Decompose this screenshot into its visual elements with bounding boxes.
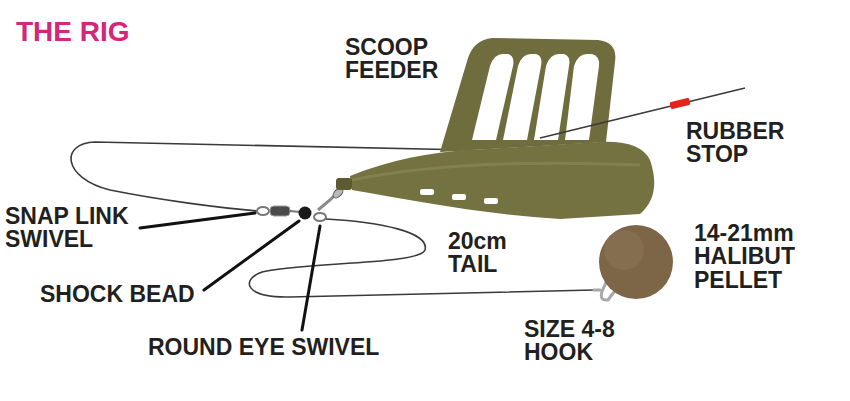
part-label: RUBBER STOP — [686, 120, 789, 167]
swivel-barrel — [270, 206, 290, 216]
leader-line — [140, 213, 255, 228]
feeder-cage — [440, 38, 615, 152]
part-label: ROUND EYE SWIVEL — [148, 336, 384, 359]
label-slot: SHOCK BEAD — [40, 283, 199, 306]
feeder-slot — [452, 194, 466, 200]
hook-tail — [249, 219, 594, 297]
part-label: SNAP LINK SWIVEL — [5, 205, 133, 252]
feeder-body — [350, 142, 654, 219]
label-slot: ROUND EYE SWIVEL — [148, 336, 384, 359]
label-slot: 20cm TAIL — [448, 230, 511, 277]
label-slot: SNAP LINK SWIVEL — [5, 205, 133, 252]
part-label: SCOOP FEEDER — [345, 36, 443, 83]
title-slot: THE RIG — [16, 18, 130, 47]
snap-link — [257, 207, 269, 215]
part-label: SIZE 4-8 HOOK — [524, 318, 619, 365]
part-label: 20cm TAIL — [448, 230, 511, 277]
part-label: SHOCK BEAD — [40, 283, 199, 306]
cage-window — [534, 54, 569, 140]
diagram-title: THE RIG — [16, 18, 130, 47]
shock-bead — [299, 207, 312, 220]
rubber-stop — [669, 98, 690, 110]
label-slot: SIZE 4-8 HOOK — [524, 318, 619, 365]
feeder-slot — [420, 189, 434, 195]
round-eye-swivel — [314, 213, 326, 221]
label-slot: SCOOP FEEDER — [345, 36, 443, 83]
feeder-slot — [484, 198, 498, 204]
feeder-stem — [336, 178, 352, 190]
cage-window — [503, 54, 541, 140]
label-slot: RUBBER STOP — [686, 120, 789, 167]
feeder-slots — [420, 189, 498, 204]
leader-lines — [140, 213, 320, 330]
swivel-wire — [290, 211, 300, 212]
label-slot: 14-21mm HALIBUT PELLET — [694, 222, 799, 292]
part-label: 14-21mm HALIBUT PELLET — [694, 222, 799, 292]
leader-line — [204, 221, 299, 290]
cage-windows — [472, 54, 599, 140]
feeder-highlight — [352, 163, 640, 180]
halibut-pellet — [599, 225, 673, 299]
pellet-shade — [604, 230, 644, 270]
leader-line — [302, 226, 320, 330]
